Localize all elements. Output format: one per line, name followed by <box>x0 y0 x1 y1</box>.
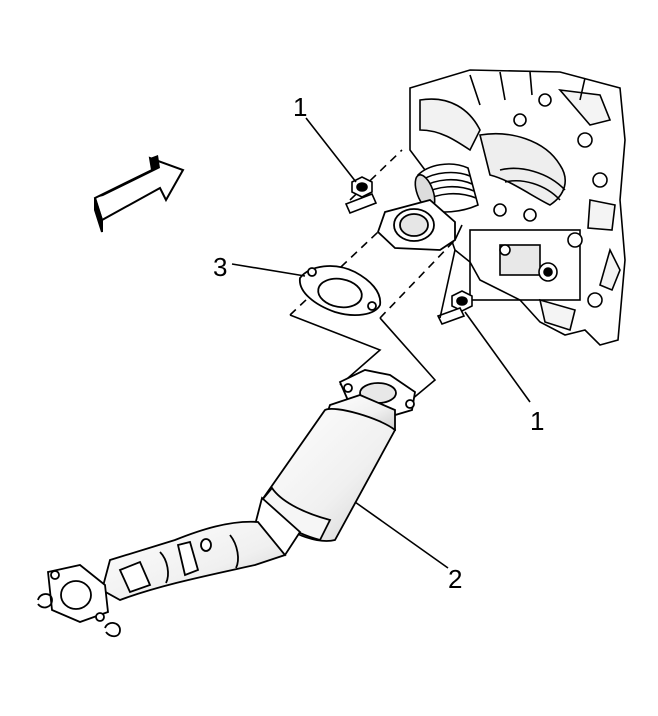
nut-upper <box>344 176 378 215</box>
exhaust-gasket <box>299 265 382 316</box>
callout-1-upper: 1 <box>293 92 308 122</box>
manifold-flange <box>376 199 456 251</box>
callout-leaders <box>231 117 531 569</box>
front-direction-arrow-icon <box>93 155 185 233</box>
callout-1-lower: 1 <box>530 406 545 436</box>
alignment-lines <box>289 149 463 406</box>
nut-lower <box>436 290 473 325</box>
catalytic-converter <box>100 369 416 601</box>
callout-2: 2 <box>448 564 463 594</box>
callout-3: 3 <box>213 252 228 282</box>
engine-block <box>409 69 626 346</box>
outlet-flange <box>37 564 121 638</box>
